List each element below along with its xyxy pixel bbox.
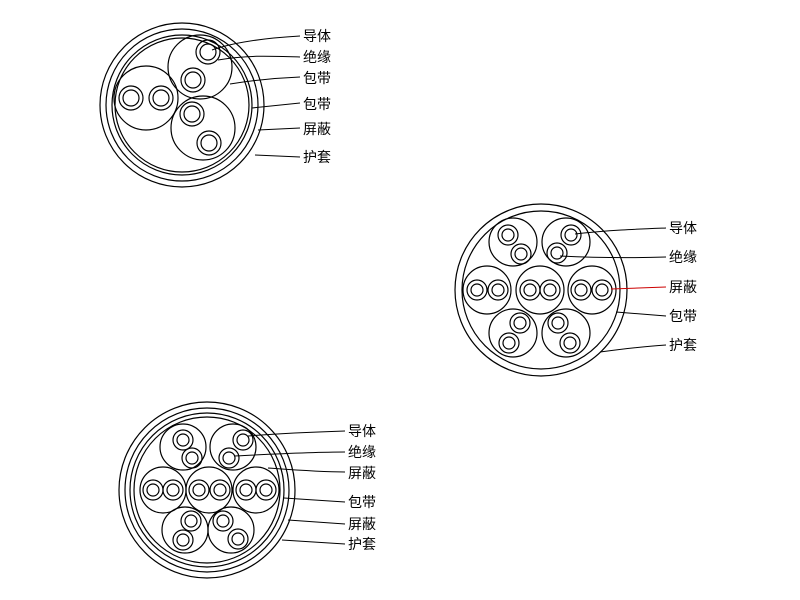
- cable-c-label-tape: 包带: [348, 495, 376, 511]
- cable-b-pair-center: [515, 265, 565, 315]
- cable-a-labels: 导体 绝缘 包带 包带 屏蔽 护套: [303, 29, 331, 166]
- cable-b-label-insulation: 绝缘: [669, 250, 697, 266]
- cable-a-label-insulation: 绝缘: [303, 50, 331, 66]
- cable-c-wrap-tape: [129, 412, 285, 568]
- cable-a-cross-section: [99, 22, 301, 188]
- cable-c-label-shield-1: 屏蔽: [348, 466, 376, 482]
- cable-c-pair-mid-left: [139, 466, 187, 514]
- cable-c-pair-mid-right: [232, 466, 280, 514]
- cable-c-labels: 导体 绝缘 屏蔽 包带 屏蔽 护套: [348, 424, 376, 553]
- cable-b-leader-lines: [559, 227, 667, 353]
- cable-a-label-tape-1: 包带: [303, 71, 331, 87]
- cable-c-label-insulation: 绝缘: [348, 445, 376, 461]
- cable-a-pair-left: [113, 65, 179, 131]
- cable-a-leader-lines: [211, 35, 301, 158]
- cable-b-leader-shield: [610, 286, 667, 290]
- cable-b-cross-section: [454, 203, 667, 377]
- cable-c-pair-bottom-left: [161, 506, 209, 554]
- cable-c-leader-lines: [233, 430, 346, 545]
- cable-b-label-shield: 屏蔽: [669, 280, 697, 296]
- cable-a-label-sheath: 护套: [303, 150, 331, 166]
- cable-c-cross-section: [118, 401, 346, 579]
- cable-b-pair-mid-right: [567, 265, 617, 315]
- cable-a-label-conductor: 导体: [303, 29, 331, 45]
- cable-c-shield-ring: [124, 407, 290, 573]
- cable-b-pair-bottom-left: [488, 308, 538, 358]
- cable-b-pair-top-left: [488, 217, 538, 267]
- cable-b-pair-mid-left: [462, 265, 512, 315]
- cable-c-inner-shield: [133, 416, 281, 564]
- cable-c-label-shield-2: 屏蔽: [348, 517, 376, 533]
- cable-c-pair-center: [185, 466, 233, 514]
- cable-c-pair-top-left: [159, 423, 207, 471]
- cable-b-pair-bottom-right: [541, 308, 591, 358]
- cable-a-pair-top: [167, 34, 233, 100]
- cable-b-label-sheath: 护套: [669, 338, 697, 354]
- cable-b-label-tape: 包带: [669, 309, 697, 325]
- cable-b-outer-sheath: [454, 203, 628, 377]
- cable-b-pair-top-right: [541, 217, 591, 267]
- cable-a-pair-bottom: [170, 95, 236, 161]
- cable-c-pair-bottom-right: [207, 506, 255, 554]
- cable-a-wrap-tape: [111, 34, 253, 176]
- cable-b-label-conductor: 导体: [669, 221, 697, 237]
- cable-b-labels: 导体 绝缘 屏蔽 包带 护套: [669, 221, 697, 354]
- cable-a-label-shield: 屏蔽: [303, 122, 331, 138]
- cable-a-outer-sheath: [99, 22, 265, 188]
- cable-c-label-conductor: 导体: [348, 424, 376, 440]
- cable-c-label-sheath: 护套: [348, 537, 376, 553]
- cable-a-label-tape-2: 包带: [303, 97, 331, 113]
- cable-c-outer-sheath: [118, 401, 296, 579]
- cable-a-shield-ring: [105, 28, 259, 182]
- cable-c-pair-top-right: [209, 423, 257, 471]
- cable-b-wrap-tape: [461, 210, 621, 370]
